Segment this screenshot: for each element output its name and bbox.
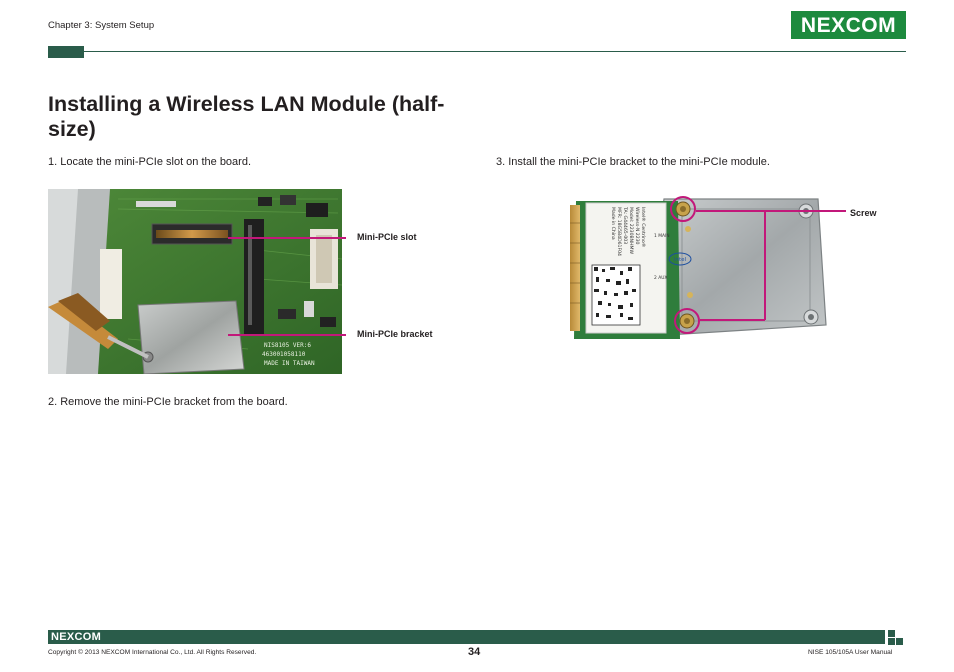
callout-line-screw-bottom — [700, 319, 765, 321]
screw-highlight-bottom — [674, 308, 700, 334]
callout-line-screw — [696, 210, 846, 212]
svg-text:463001058110: 463001058110 — [262, 351, 306, 358]
svg-text:Wireless-N 2230: Wireless-N 2230 — [634, 207, 640, 245]
antenna-labels: 1 MAIN 2 AUX — [654, 233, 670, 281]
svg-text:1 MAIN: 1 MAIN — [654, 233, 670, 239]
step-1-text: 1. Locate the mini-PCIe slot on the boar… — [48, 156, 252, 168]
nexcom-logo: NEXCOM — [791, 11, 906, 39]
footer-nexcom-logo: NEXCOM — [51, 631, 102, 643]
svg-text:MFR: 18G5B4D61F04: MFR: 18G5B4D61F04 — [616, 207, 622, 256]
footer-bar — [48, 630, 885, 644]
label-screw: Screw — [850, 208, 877, 218]
header-accent-block — [48, 46, 84, 58]
page-title: Installing a Wireless LAN Module (half-s… — [48, 92, 445, 141]
label-mini-pcie-slot: Mini-PCIe slot — [357, 232, 417, 242]
callout-line-bracket — [228, 334, 346, 336]
step-2-text: 2. Remove the mini-PCIe bracket from the… — [48, 396, 288, 408]
svg-text:TA: G44465-003: TA: G44465-003 — [622, 206, 628, 244]
footer-square — [888, 630, 895, 637]
callout-line-screw-vertical — [764, 210, 766, 320]
svg-text:NIS8105 VER:6: NIS8105 VER:6 — [264, 342, 311, 349]
footer-manual-title: NISE 105/105A User Manual — [808, 649, 893, 656]
module-photo: Intel® Centrino® Wireless-N 2230 Model: … — [556, 193, 832, 343]
svg-text:Intel® Centrino®: Intel® Centrino® — [640, 207, 647, 247]
footer-square — [888, 638, 895, 645]
svg-text:MADE IN TAIWAN: MADE IN TAIWAN — [264, 360, 315, 367]
board-silkscreen: NIS8105 VER:6 463001058110 MADE IN TAIWA… — [262, 342, 315, 367]
callout-line-slot — [228, 237, 346, 239]
board-photo-illustration: NIS8105 VER:6 463001058110 MADE IN TAIWA… — [48, 189, 342, 374]
footer-copyright: Copyright © 2013 NEXCOM International Co… — [48, 649, 257, 656]
svg-text:Model: 2230BNHMW: Model: 2230BNHMW — [628, 207, 634, 254]
svg-text:Made in China: Made in China — [610, 207, 616, 240]
page-number: 34 — [468, 646, 481, 658]
footer-square — [896, 638, 903, 645]
card-label-text: Intel® Centrino® Wireless-N 2230 Model: … — [610, 206, 647, 256]
header-rule — [84, 51, 906, 52]
svg-text:2 AUX: 2 AUX — [654, 275, 667, 281]
intel-logo: intel — [674, 257, 687, 263]
screw-highlight-top — [670, 196, 696, 222]
chapter-label: Chapter 3: System Setup — [48, 20, 155, 31]
label-mini-pcie-bracket: Mini-PCIe bracket — [357, 329, 433, 339]
module-illustration: Intel® Centrino® Wireless-N 2230 Model: … — [570, 198, 827, 339]
step-3-text: 3. Install the mini-PCIe bracket to the … — [496, 156, 770, 168]
board-photo: NIS8105 VER:6 463001058110 MADE IN TAIWA… — [48, 189, 342, 374]
